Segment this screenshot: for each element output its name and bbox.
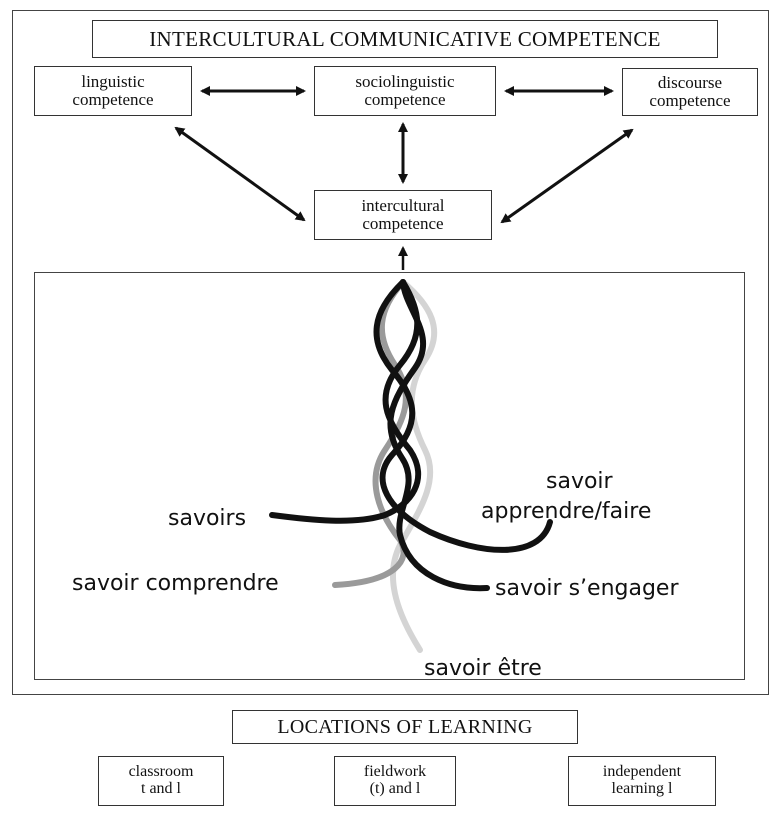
label-savoirs: savoirs <box>168 506 246 531</box>
strand-savoir-apprendre-faire <box>373 279 553 553</box>
title-text: INTERCULTURAL COMMUNICATIVE COMPETENCE <box>149 26 661 51</box>
strand-savoir-comprendre <box>332 279 409 588</box>
classroom-line-2: t and l <box>141 780 181 797</box>
arrow-linguistic-intercultural <box>174 126 306 222</box>
label-apprendre-faire: apprendre/faire <box>481 499 651 524</box>
intercultural-competence-box: intercultural competence <box>314 190 492 240</box>
label-savoir-sengager: savoir s’engager <box>495 576 679 601</box>
sociolinguistic-line-1: sociolinguistic <box>355 72 455 92</box>
fieldwork-box: fieldwork (t) and l <box>334 756 456 806</box>
classroom-line-1: classroom <box>128 763 194 781</box>
linguistic-line-1: linguistic <box>81 72 145 92</box>
strand-savoir-etre <box>390 279 438 653</box>
sociolinguistic-competence-box: sociolinguistic competence <box>314 66 496 116</box>
title-box: INTERCULTURAL COMMUNICATIVE COMPETENCE <box>92 20 718 58</box>
independent-line-1: independent <box>602 763 682 781</box>
intercultural-line-2: competence <box>362 214 444 233</box>
fieldwork-line-1: fieldwork <box>363 763 427 781</box>
discourse-line-2: competence <box>649 91 731 110</box>
strand-panel <box>34 272 745 680</box>
outer-frame <box>12 10 769 695</box>
locations-title-box: LOCATIONS OF LEARNING <box>232 710 578 744</box>
linguistic-line-2: competence <box>72 90 154 109</box>
label-savoir: savoir <box>546 469 614 494</box>
arrow-discourse-intercultural <box>500 128 634 224</box>
discourse-line-1: discourse <box>657 73 723 93</box>
linguistic-competence-box: linguistic competence <box>34 66 192 116</box>
strand-savoirs <box>269 279 422 524</box>
fieldwork-line-2: (t) and l <box>369 780 421 797</box>
label-savoir-comprendre: savoir comprendre <box>72 571 279 596</box>
label-savoir-etre: savoir être <box>424 656 542 681</box>
independent-learning-box: independent learning l <box>568 756 716 806</box>
independent-line-2: learning l <box>611 780 673 797</box>
sociolinguistic-line-2: competence <box>364 90 446 109</box>
classroom-box: classroom t and l <box>98 756 224 806</box>
locations-title-text: LOCATIONS OF LEARNING <box>277 715 533 738</box>
strand-savoir-sengager <box>387 279 490 592</box>
intercultural-line-1: intercultural <box>361 196 445 216</box>
discourse-competence-box: discourse competence <box>622 68 758 116</box>
